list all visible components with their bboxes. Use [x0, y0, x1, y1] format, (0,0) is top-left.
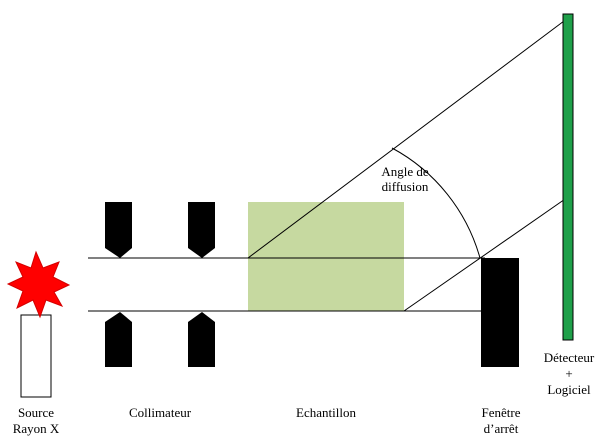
xray-source-tube [20, 314, 52, 398]
scattered-ray-lower [403, 196, 569, 312]
collimator-1-bottom-jaw [105, 312, 132, 367]
source-label-line-2: Rayon X [13, 421, 60, 436]
collimator-2-bottom-jaw [188, 312, 215, 367]
xray-burst-icon [6, 250, 71, 319]
detector-label-line-2: + [565, 366, 572, 381]
scattered-ray-upper [247, 17, 569, 259]
scattering-angle-arc [391, 147, 481, 259]
detector-label-line-3: Logiciel [547, 382, 591, 397]
beam-stop [481, 258, 519, 367]
source-label-line-1: Source [18, 405, 54, 420]
sample-block [248, 202, 404, 311]
detector-label-line-1: Détecteur [544, 350, 595, 365]
angle-label-line-2: diffusion [382, 179, 429, 194]
collimator-2-top-jaw [188, 202, 215, 258]
detector-plate [562, 13, 574, 341]
beam-stop-label-line-2: d’arrêt [484, 421, 519, 436]
beam-stop-label-line-1: Fenêtre [482, 405, 521, 420]
sample-label: Echantillon [296, 405, 356, 420]
collimator-1-top-jaw [105, 202, 132, 258]
collimator-label: Collimateur [129, 405, 192, 420]
angle-label-line-1: Angle de [381, 164, 429, 179]
